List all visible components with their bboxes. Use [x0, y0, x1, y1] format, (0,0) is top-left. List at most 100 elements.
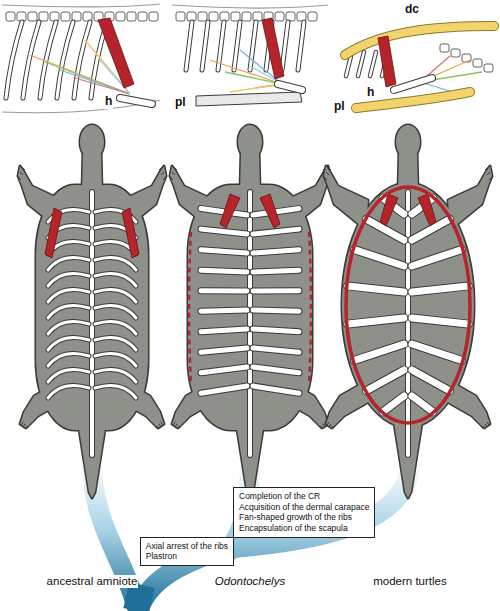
- claw: [331, 426, 333, 429]
- rib: [48, 338, 89, 350]
- claw: [22, 167, 25, 170]
- taxon-label: Odontochelys: [214, 575, 286, 588]
- rib-outline: [201, 270, 247, 272]
- rib: [234, 22, 240, 70]
- trait-text: Acquisition of the dermal carapace: [239, 502, 369, 513]
- rib: [201, 310, 247, 311]
- rib: [95, 354, 136, 366]
- humerus: [394, 78, 432, 90]
- rib: [186, 22, 192, 70]
- rib: [201, 348, 247, 352]
- claw: [23, 424, 25, 427]
- plastron: [196, 92, 302, 106]
- rib: [95, 338, 136, 350]
- vertebra: [149, 12, 158, 21]
- neck-vertebra: [440, 44, 449, 52]
- neck-vertebra: [473, 59, 482, 67]
- vertebra: [308, 12, 317, 21]
- rib-outline: [298, 22, 304, 70]
- part-label: h: [104, 95, 113, 109]
- body-fill: [170, 166, 214, 230]
- rib: [253, 270, 299, 272]
- claw: [172, 172, 175, 175]
- rib-outline: [201, 348, 247, 352]
- rib-outline: [354, 344, 404, 360]
- rib-outline: [95, 258, 136, 270]
- rib-outline: [201, 229, 247, 234]
- rib-outline: [412, 370, 450, 391]
- rib-outline: [366, 370, 404, 391]
- claw: [485, 424, 487, 427]
- rib: [74, 22, 90, 98]
- body-fill: [324, 166, 368, 230]
- vertebra: [116, 12, 125, 21]
- rib: [48, 322, 89, 334]
- rib: [253, 367, 299, 373]
- rib: [348, 286, 404, 292]
- humerus-outline: [278, 84, 302, 90]
- part-label: pl: [174, 96, 187, 110]
- claw: [485, 167, 488, 170]
- part-label: h: [366, 86, 375, 100]
- rib-outline: [6, 22, 22, 98]
- claw: [324, 177, 327, 180]
- rib: [48, 258, 89, 270]
- body-outline: [448, 166, 492, 230]
- claw: [21, 422, 23, 425]
- inset-modern: [345, 26, 494, 108]
- rib: [95, 386, 136, 398]
- part-label: pl: [333, 100, 346, 114]
- rib: [253, 348, 299, 352]
- rib: [201, 367, 247, 373]
- claw: [327, 422, 329, 425]
- vertebra: [127, 12, 136, 21]
- claw: [18, 177, 21, 180]
- carapacial-ridge: [346, 187, 470, 423]
- scapula: [122, 208, 139, 258]
- rib: [48, 386, 89, 398]
- vertebra: [61, 12, 70, 21]
- neck-vertebra: [484, 64, 493, 72]
- rib-outline: [282, 22, 288, 70]
- rib-outline: [95, 306, 136, 318]
- carapace-ridge: [309, 232, 311, 385]
- rib-outline: [201, 310, 247, 311]
- vertebra: [275, 12, 284, 21]
- rib: [57, 22, 73, 98]
- scapula: [45, 208, 62, 258]
- skeleton: [45, 192, 139, 455]
- claw: [487, 422, 489, 425]
- trait-text: Encapsulation of the scapula: [239, 523, 369, 534]
- rib: [253, 329, 299, 332]
- trait-text: Axial arrest of the ribs: [146, 541, 228, 552]
- rib: [412, 318, 468, 324]
- rib-outline: [253, 287, 299, 294]
- claw: [174, 167, 177, 170]
- rib-outline: [253, 310, 299, 311]
- body-contour: [172, 5, 328, 8]
- rib: [95, 306, 136, 318]
- rib: [95, 274, 136, 286]
- rib-outline: [358, 52, 364, 76]
- rib: [95, 322, 136, 334]
- trait-text: Plastron: [146, 551, 228, 562]
- turtle-figure: [170, 125, 330, 498]
- rib: [201, 288, 247, 293]
- rib-outline: [74, 22, 90, 98]
- claw: [328, 167, 331, 170]
- body-outline: [170, 166, 214, 230]
- claw: [483, 426, 485, 429]
- claw: [177, 426, 179, 429]
- trait-text: Fan-shaped growth of the ribs: [239, 512, 369, 523]
- rib-outline: [370, 52, 376, 76]
- claw: [25, 426, 27, 429]
- scapula: [98, 18, 134, 88]
- rib: [348, 318, 404, 324]
- rib: [366, 370, 404, 391]
- body-outline: [324, 166, 368, 230]
- vertebra: [28, 12, 37, 21]
- rib: [354, 250, 404, 266]
- dermal-carapace: [345, 26, 494, 55]
- humerus-outline: [394, 78, 432, 90]
- rib-outline: [48, 386, 89, 398]
